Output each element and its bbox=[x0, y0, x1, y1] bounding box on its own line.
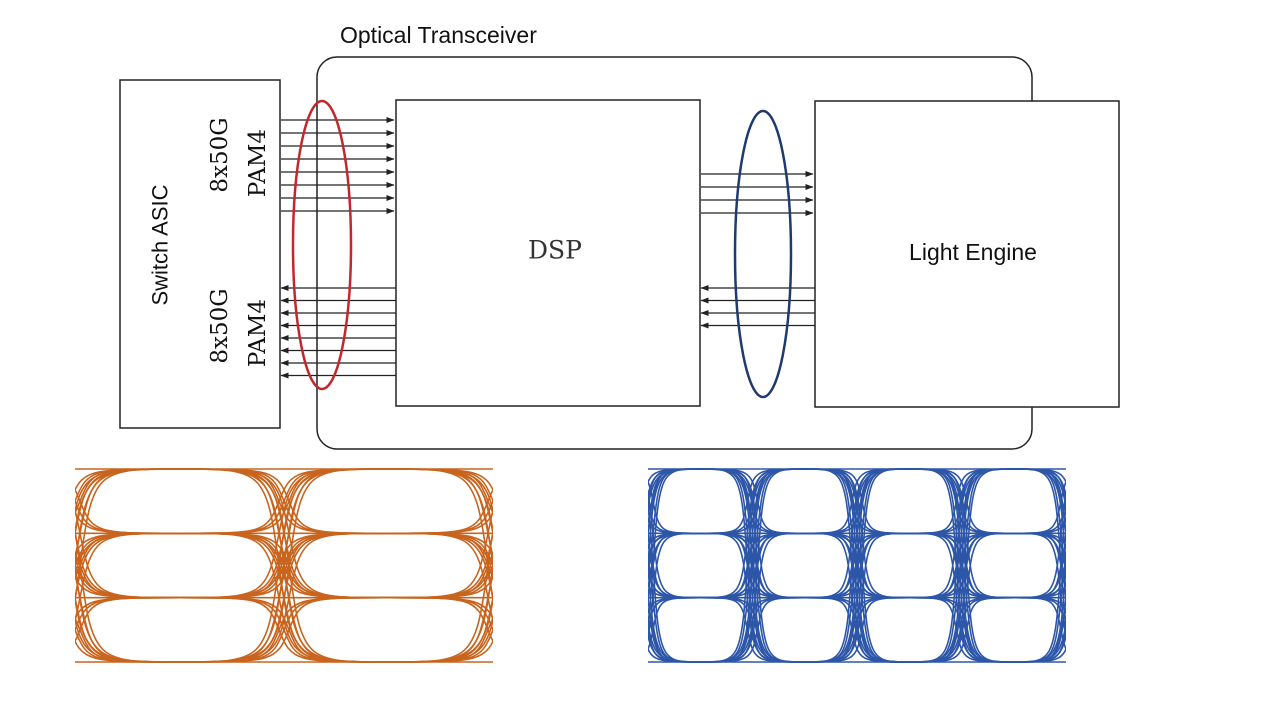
eye-trace bbox=[75, 575, 180, 599]
eye-trace bbox=[388, 559, 493, 663]
eye-trace bbox=[648, 468, 701, 514]
eye-trace bbox=[75, 532, 180, 556]
eye-trace bbox=[909, 596, 1014, 663]
eye-trace bbox=[75, 468, 180, 492]
eye-trace bbox=[388, 639, 493, 663]
eye-trace bbox=[75, 639, 180, 663]
eye-trace bbox=[1013, 502, 1066, 663]
eye-trace bbox=[75, 468, 180, 536]
eye-trace bbox=[1013, 532, 1066, 564]
eye-trace bbox=[75, 552, 180, 599]
eye-trace bbox=[179, 468, 389, 663]
lane-top-mod-label: PAM4 bbox=[245, 129, 271, 197]
dsp-box bbox=[395, 99, 701, 407]
dsp-label: DSP bbox=[528, 236, 582, 265]
eye-trace bbox=[75, 596, 180, 644]
eye-trace bbox=[75, 627, 180, 663]
eye-trace bbox=[75, 532, 180, 579]
lane-top-rate-label: 8x50G bbox=[207, 117, 233, 192]
eye-trace bbox=[75, 468, 180, 515]
eye-trace bbox=[700, 468, 805, 663]
switch-asic-box bbox=[119, 79, 281, 429]
eye-trace bbox=[75, 595, 180, 663]
eye-trace bbox=[1013, 625, 1066, 663]
eye-trace bbox=[179, 468, 389, 535]
line-eye-diagram bbox=[648, 468, 1066, 663]
eye-trace bbox=[648, 532, 701, 640]
eye-trace bbox=[804, 596, 910, 663]
eye-trace bbox=[75, 468, 180, 605]
eye-trace bbox=[1013, 556, 1066, 663]
eye-trace bbox=[388, 499, 493, 535]
eye-trace bbox=[75, 532, 180, 568]
eye-trace bbox=[648, 468, 701, 629]
eye-trace bbox=[75, 559, 180, 663]
eye-trace bbox=[75, 468, 180, 572]
eye-trace bbox=[700, 596, 805, 663]
eye-trace bbox=[804, 532, 910, 663]
line-lane-ellipse bbox=[733, 109, 793, 399]
eye-trace bbox=[648, 596, 701, 651]
eye-trace bbox=[1013, 596, 1066, 613]
eye-trace bbox=[388, 510, 493, 535]
eye-trace bbox=[648, 532, 701, 564]
eye-trace bbox=[1013, 491, 1066, 599]
eye-trace bbox=[1013, 468, 1066, 514]
eye-trace bbox=[179, 596, 389, 663]
eye-trace bbox=[648, 468, 701, 506]
eye-trace bbox=[1013, 646, 1066, 663]
eye-trace bbox=[700, 468, 805, 535]
eye-trace bbox=[75, 532, 180, 624]
eye-trace bbox=[388, 627, 493, 663]
eye-trace bbox=[75, 563, 180, 599]
transceiver-title: Optical Transceiver bbox=[340, 22, 537, 48]
eye-trace bbox=[909, 596, 1014, 663]
eye-trace bbox=[1013, 518, 1066, 535]
eye-trace bbox=[700, 532, 805, 663]
eye-trace bbox=[648, 596, 701, 634]
eye-trace bbox=[388, 596, 493, 621]
eye-trace bbox=[388, 532, 493, 579]
eye-trace bbox=[75, 468, 180, 504]
eye-trace bbox=[75, 510, 180, 535]
eye-trace bbox=[388, 575, 493, 599]
eye-trace bbox=[909, 468, 1014, 663]
eye-trace bbox=[75, 487, 180, 535]
eye-trace bbox=[388, 468, 493, 536]
light-engine-label: Light Engine bbox=[909, 239, 1037, 265]
host-eye-diagram bbox=[75, 468, 493, 663]
eye-trace bbox=[804, 468, 910, 535]
eye-trace bbox=[909, 532, 1014, 663]
eye-trace bbox=[75, 526, 180, 663]
host-lane-ellipse bbox=[291, 99, 353, 391]
switch-asic-label: Switch ASIC bbox=[148, 184, 173, 305]
lane-bottom-mod-label: PAM4 bbox=[245, 299, 271, 367]
eye-trace bbox=[700, 596, 805, 663]
light-engine-box bbox=[814, 100, 1120, 408]
eye-trace bbox=[648, 532, 701, 606]
eye-trace bbox=[388, 532, 493, 556]
eye-trace bbox=[179, 596, 389, 663]
eye-trace bbox=[804, 596, 910, 663]
eye-trace bbox=[1013, 582, 1066, 599]
eye-trace bbox=[75, 616, 180, 663]
eye-trace bbox=[75, 499, 180, 535]
eye-trace bbox=[388, 468, 493, 514]
eye-trace bbox=[388, 468, 493, 492]
eye-trace bbox=[648, 468, 701, 578]
eye-trace bbox=[1013, 468, 1066, 578]
eye-trace bbox=[909, 468, 1014, 535]
eye-trace bbox=[75, 596, 180, 632]
eye-trace bbox=[804, 468, 910, 663]
eye-trace bbox=[75, 596, 180, 621]
lane-bottom-rate-label: 8x50G bbox=[207, 288, 233, 363]
eye-trace bbox=[1013, 497, 1066, 535]
